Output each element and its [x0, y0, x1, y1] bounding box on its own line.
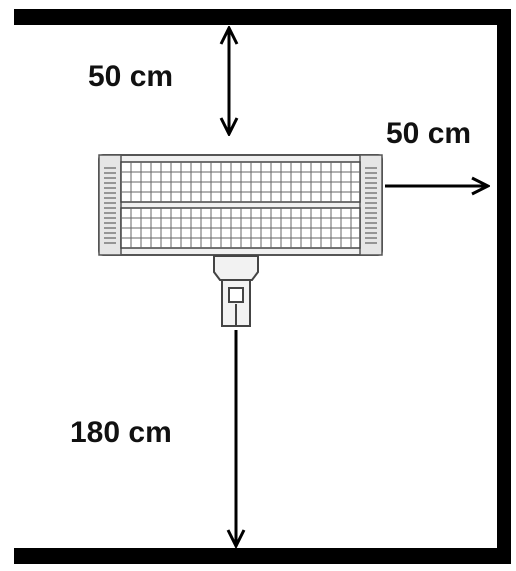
heater-right-endcap	[359, 154, 383, 256]
floor-wall	[14, 548, 511, 564]
heater-left-endcap	[98, 154, 122, 256]
heater-vents	[104, 167, 377, 244]
wall-frame	[14, 9, 511, 564]
bracket-clamp	[228, 287, 244, 303]
top-clearance-label: 50 cm	[88, 60, 174, 93]
mounting-bracket	[213, 255, 259, 327]
right-clearance-label: 50 cm	[386, 117, 472, 150]
bracket-head	[213, 255, 259, 281]
bottom-clearance-label: 180 cm	[70, 416, 172, 449]
heater-grill	[121, 162, 360, 248]
side-wall	[497, 9, 511, 564]
heater-unit	[98, 154, 383, 256]
ceiling-wall	[14, 9, 511, 25]
